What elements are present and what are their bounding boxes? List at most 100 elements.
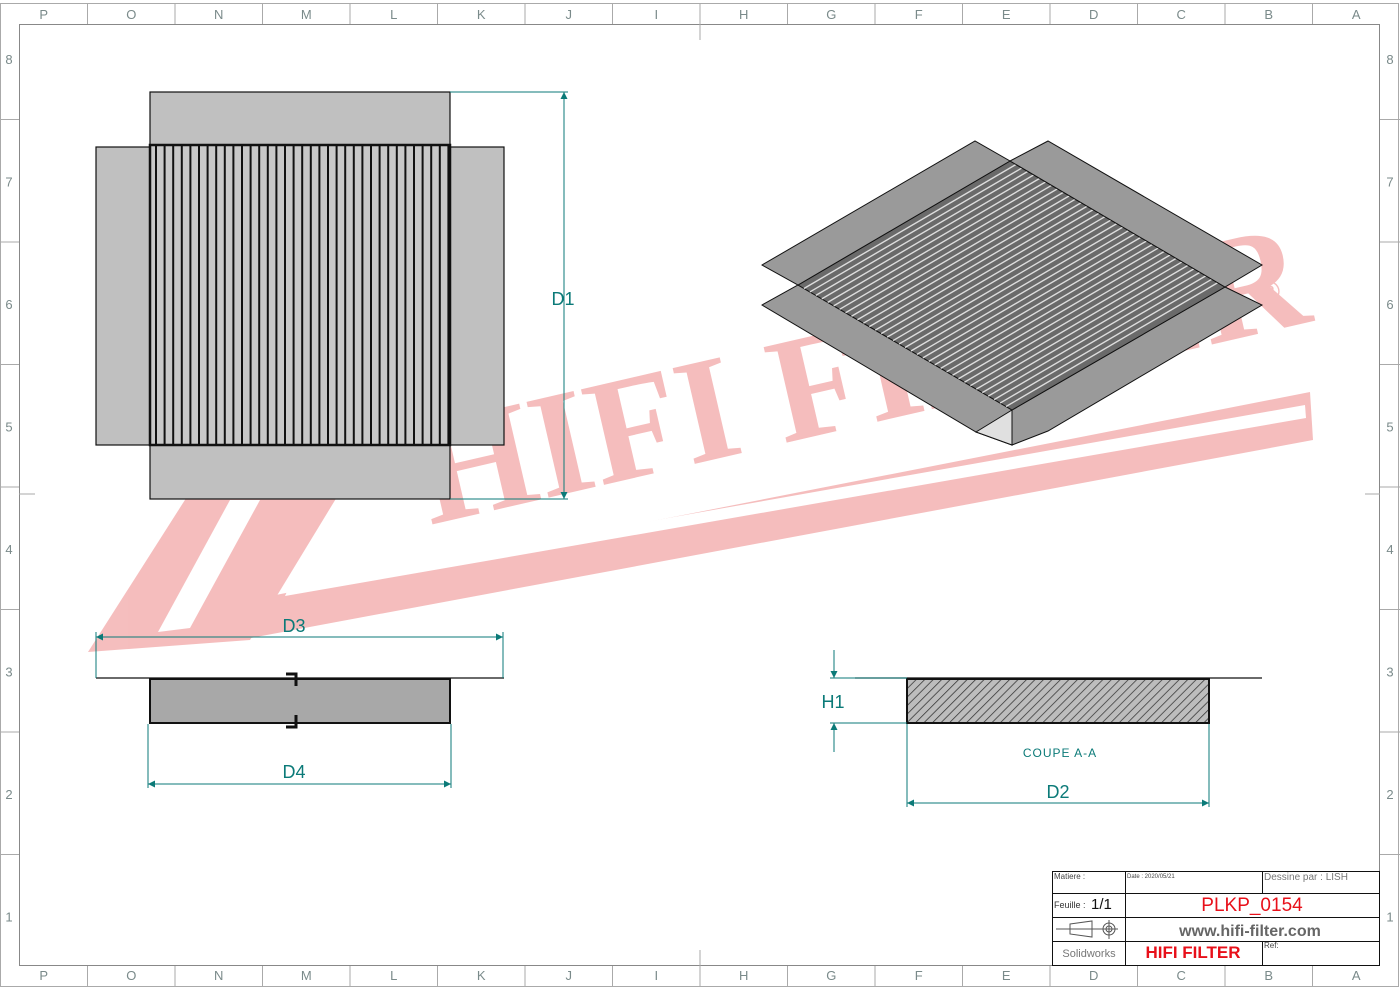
column-label-bottom: C [1177, 968, 1186, 983]
dimension-d4-label: D4 [282, 762, 305, 782]
side-view [96, 672, 504, 729]
column-label-top: A [1352, 7, 1361, 22]
column-label-bottom: M [301, 968, 312, 983]
column-label-bottom: G [826, 968, 836, 983]
dimension-d1 [450, 91, 568, 500]
column-label-bottom: D [1089, 968, 1098, 983]
iso-pleat-line [809, 167, 1023, 293]
column-label-bottom: L [390, 968, 397, 983]
company-name: HIFI FILTER [1145, 943, 1240, 962]
iso-pleat-line [868, 202, 1082, 328]
website: www.hifi-filter.com [1178, 923, 1321, 940]
row-label: 8 [1386, 52, 1393, 67]
watermark-registered-mark: ® [1258, 276, 1280, 309]
iso-pleat-line [839, 184, 1052, 310]
column-label-top: K [477, 7, 486, 22]
column-label-bottom: P [39, 968, 48, 983]
row-label: 1 [1386, 910, 1393, 925]
column-label-top: E [1002, 7, 1011, 22]
iso-pleat-line [952, 250, 1165, 376]
date-label: Date : 2020/05/21 [1127, 874, 1175, 880]
iso-pleat-line [987, 271, 1201, 397]
iso-pleat-line [880, 209, 1094, 335]
row-label: 2 [1386, 787, 1393, 802]
column-label-top: I [654, 7, 658, 22]
watermark: HIFI FILTER ® [88, 191, 1323, 652]
ref-label: Ref: [1264, 941, 1279, 950]
column-label-bottom: J [566, 968, 573, 983]
front-view [95, 91, 505, 500]
projection-symbol-icon [1056, 920, 1118, 939]
row-label: 7 [5, 175, 12, 190]
dimension-h1 [830, 650, 907, 752]
dimension-d2 [906, 724, 1210, 807]
row-label: 6 [1386, 297, 1393, 312]
column-label-bottom: O [126, 968, 136, 983]
iso-pleat-line [845, 188, 1058, 314]
row-label: 6 [5, 297, 12, 312]
iso-pleat-line [874, 205, 1088, 331]
iso-pleat-line [981, 268, 1195, 394]
column-label-bottom: H [739, 968, 748, 983]
iso-pleat-line [857, 195, 1070, 321]
iso-pleat-line [940, 243, 1154, 369]
column-label-top: M [301, 7, 312, 22]
column-label-top: H [739, 7, 748, 22]
iso-pleat-line [946, 247, 1159, 373]
iso-pleat-line [898, 219, 1112, 345]
column-label-bottom: F [915, 968, 923, 983]
iso-pleat-line [815, 170, 1029, 297]
iso-pleat-line [821, 174, 1035, 300]
software-label: Solidworks [1062, 948, 1116, 960]
iso-pleat-line [892, 215, 1106, 342]
row-label: 1 [5, 910, 12, 925]
column-label-top: L [390, 7, 397, 22]
iso-pleat-line [928, 236, 1142, 362]
row-label: 2 [5, 787, 12, 802]
iso-pleat-line [827, 177, 1041, 303]
iso-pleat-line [975, 264, 1189, 390]
isometric-view [760, 140, 1264, 446]
column-label-bottom: E [1002, 968, 1011, 983]
feuille-value: 1/1 [1091, 896, 1112, 913]
part-number: PLKP_0154 [1201, 895, 1303, 916]
iso-pleat-line [970, 261, 1183, 387]
section-view [855, 677, 1262, 724]
title-block: Matiere : Date : 2020/05/21 Dessine par … [1052, 871, 1380, 966]
iso-pleat-line [958, 254, 1171, 380]
row-label: 8 [5, 52, 12, 67]
column-label-top: P [39, 7, 48, 22]
column-label-top: C [1177, 7, 1186, 22]
column-label-top: G [826, 7, 836, 22]
dessine-label: Dessine par : LISH [1264, 872, 1348, 883]
iso-pleat-line [910, 226, 1124, 352]
dimension-d1-label: D1 [551, 289, 574, 309]
dimension-d4 [147, 724, 452, 788]
row-label: 5 [1386, 420, 1393, 435]
feuille-label: Feuille : [1054, 900, 1086, 910]
matiere-label: Matiere : [1054, 872, 1085, 881]
row-label: 4 [5, 542, 12, 557]
iso-pleat-line [886, 212, 1100, 338]
dimension-d3-label: D3 [282, 616, 305, 636]
row-label: 3 [1386, 665, 1393, 680]
dimension-d3 [95, 632, 504, 678]
column-label-top: O [126, 7, 136, 22]
iso-pleat-line [993, 274, 1207, 401]
column-label-top: J [566, 7, 573, 22]
column-label-bottom: I [654, 968, 658, 983]
iso-pleat-line [851, 191, 1064, 317]
column-label-top: F [915, 7, 923, 22]
row-label: 5 [5, 420, 12, 435]
iso-pleat-line [1005, 281, 1219, 408]
iso-pleat-line [934, 240, 1148, 366]
column-label-bottom: B [1264, 968, 1273, 983]
iso-pleat-line [904, 222, 1118, 349]
iso-pleat-line [916, 229, 1130, 356]
column-label-top: B [1264, 7, 1273, 22]
column-label-top: D [1089, 7, 1098, 22]
iso-pleat-line [922, 233, 1136, 359]
